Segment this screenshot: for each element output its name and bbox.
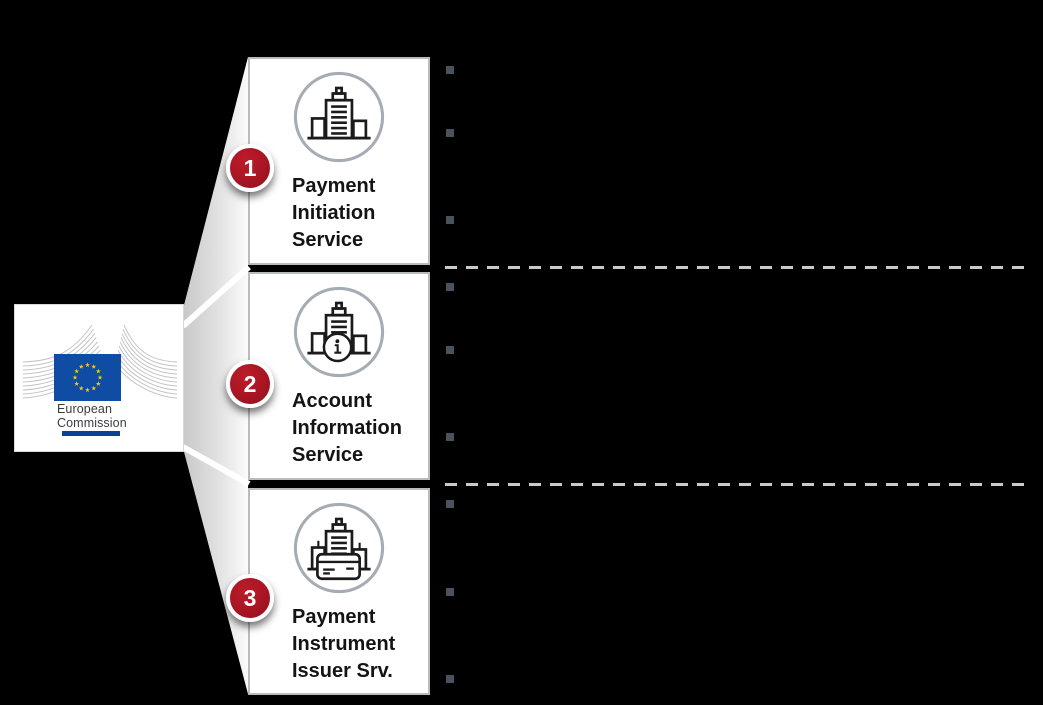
connector-beam-3 [184,448,248,694]
service-card-payment-instrument-issuer: Payment Instrument Issuer Srv. 3 [226,488,430,695]
service-title-3: Payment Instrument Issuer Srv. [292,604,395,685]
logo-right-curves-graphic [114,324,178,399]
service-title-2-line3: Service [292,444,364,466]
bullet-marker [446,346,454,354]
bullet-marker [446,675,454,683]
service-title-1-line1: Payment [292,175,376,197]
building-creditcard-icon [291,500,387,596]
step-badge-1: 1 [226,144,274,192]
beam-separator-highlight-2 [181,444,251,487]
step-badge-3-number: 3 [243,584,257,611]
building-icon [291,69,387,165]
bullet-marker [446,433,454,441]
dashed-divider [445,483,1028,486]
service-title-1: Payment Initiation Service [292,173,375,254]
service-title-1-line3: Service [292,229,364,251]
service-title-2-line2: Information [292,417,402,439]
step-badge-2: 2 [226,360,274,408]
bullet-marker [446,500,454,508]
service-title-3-line2: Instrument [292,633,396,655]
bullet-marker [446,129,454,137]
service-title-2-line1: Account [292,390,372,412]
dashed-divider [445,266,1028,269]
service-card-payment-initiation: Payment Initiation Service 1 [226,57,430,265]
eu-flag [54,354,121,401]
step-badge-1-number: 1 [243,154,257,181]
ec-org-name-line2: Commission [57,416,127,430]
bullet-marker [446,283,454,291]
service-title-1-line2: Initiation [292,202,376,224]
service-title-3-line1: Payment [292,606,376,628]
step-badge-2-number: 2 [243,370,257,397]
beam-separator-highlight-1 [181,264,251,329]
ec-logo-blue-bar [62,431,120,436]
service-title-3-line3: Issuer Srv. [292,660,393,682]
connector-beam-2 [184,268,248,482]
bullet-marker [446,588,454,596]
eu-flag-field [54,354,121,401]
service-card-account-information: Account Information Service 2 [226,272,430,480]
ec-logo-card: European Commission [14,304,184,452]
service-title-2: Account Information Service [292,388,402,469]
connector-beam-1 [184,57,248,325]
ec-org-name: European Commission [57,402,127,430]
bullet-marker [446,216,454,224]
ec-org-name-line1: European [57,402,113,416]
building-info-icon [291,284,387,380]
step-badge-3: 3 [226,574,274,622]
bullet-marker [446,66,454,74]
